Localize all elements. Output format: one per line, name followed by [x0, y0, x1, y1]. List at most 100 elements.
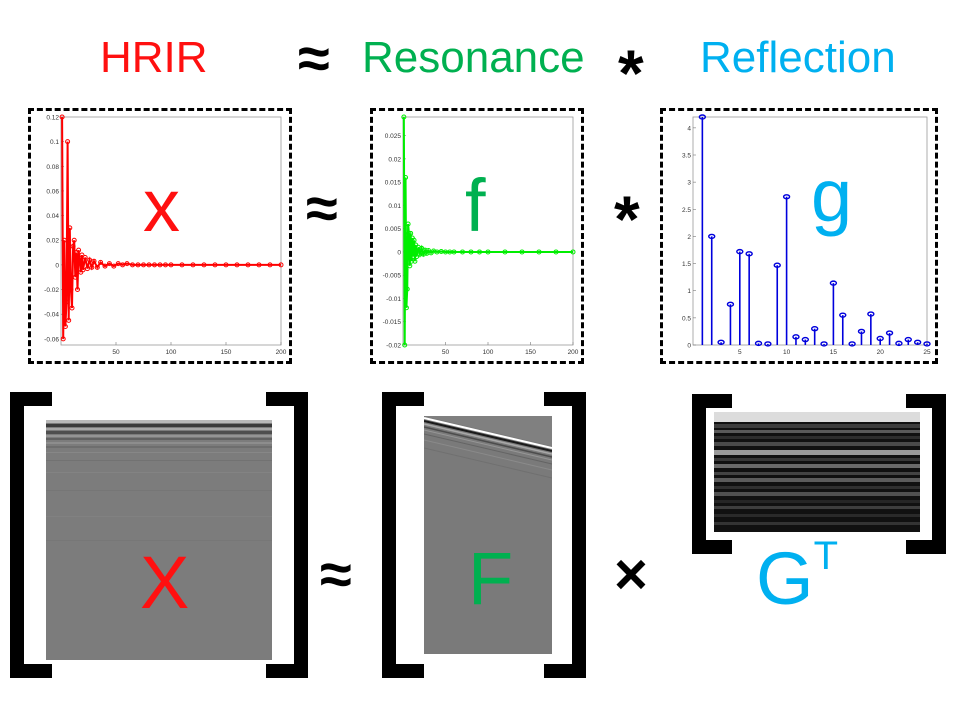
- hrir-plot-svg: 0.120.10.080.060.040.020-0.02-0.04-0.065…: [44, 114, 287, 356]
- X-upper-label: X: [140, 541, 190, 624]
- matrix-F-image: [424, 416, 552, 654]
- series-marker: [62, 324, 68, 330]
- bracket-right-G: [906, 394, 946, 554]
- stem-marker: [857, 328, 866, 335]
- x-tick-label: 10: [783, 349, 791, 356]
- stem-marker: [839, 312, 847, 318]
- stem-marker: [895, 340, 903, 347]
- y-tick-label: 3: [687, 180, 691, 187]
- x-tick-label: 150: [221, 349, 232, 356]
- series-marker: [69, 305, 75, 311]
- series-marker: [485, 249, 491, 255]
- stem-marker: [829, 280, 838, 286]
- matrix-F: F: [424, 416, 552, 654]
- series-marker: [77, 257, 83, 263]
- series-marker: [405, 221, 411, 227]
- series-marker: [234, 262, 240, 268]
- G-letter: G: [756, 537, 814, 620]
- series-marker: [412, 258, 418, 264]
- x-tick-label: 50: [442, 349, 450, 356]
- series-marker: [157, 262, 163, 268]
- GT-upper-label: GT: [756, 536, 838, 616]
- stem-marker: [801, 336, 810, 343]
- plot-frame: [60, 116, 282, 346]
- series-marker: [267, 262, 273, 268]
- series-marker: [94, 264, 100, 270]
- series-marker: [201, 262, 207, 268]
- reflection-label: Reflection: [700, 33, 896, 82]
- y-tick-label: 0.04: [46, 213, 59, 220]
- y-tick-label: 2.5: [682, 207, 691, 214]
- y-tick-label: 0.5: [682, 315, 691, 322]
- series-marker: [451, 249, 457, 255]
- multiply-symbol-bottom: ×: [614, 542, 648, 607]
- series-marker: [401, 114, 407, 120]
- series-line: [402, 116, 573, 346]
- series-marker: [64, 299, 69, 305]
- x-tick-label: 200: [276, 349, 287, 356]
- resonance-plot-svg: 0.0250.020.0150.010.0050-0.005-0.01-0.01…: [383, 114, 579, 356]
- series-marker: [460, 249, 465, 255]
- series-marker: [130, 262, 135, 268]
- series-marker: [87, 257, 93, 263]
- x-tick-label: 50: [112, 349, 120, 356]
- series-marker: [70, 243, 76, 249]
- series-marker: [570, 249, 576, 255]
- series-marker: [106, 261, 112, 267]
- resonance-label: Resonance: [362, 33, 585, 82]
- series-marker: [417, 251, 423, 257]
- hrir-label: HRIR: [100, 33, 208, 82]
- y-tick-label: 0.01: [388, 203, 401, 210]
- series-marker: [135, 262, 141, 268]
- bracket-right-F: [544, 392, 586, 678]
- T-superscript: T: [813, 534, 838, 578]
- f-lower-label: f: [465, 164, 486, 247]
- x-lower-label: x: [143, 164, 180, 247]
- series-marker: [61, 237, 67, 243]
- matrix-X-image: [46, 420, 272, 660]
- F-upper-label: F: [468, 537, 514, 620]
- matrix-GT: [714, 412, 920, 532]
- bracket-right-X: [266, 392, 308, 678]
- y-tick-label: 0.12: [46, 115, 59, 122]
- series-marker: [98, 259, 104, 265]
- y-tick-label: 2: [687, 234, 691, 241]
- series-marker: [72, 274, 78, 280]
- series-marker: [163, 262, 168, 268]
- series-marker: [102, 263, 108, 269]
- y-tick-label: 0.1: [50, 139, 59, 146]
- series-marker: [68, 287, 74, 293]
- series-marker: [179, 262, 185, 268]
- series-marker: [152, 262, 157, 268]
- series-marker: [59, 114, 65, 120]
- bracket-left-F: [382, 392, 424, 678]
- series-marker: [75, 287, 80, 293]
- series-marker: [120, 262, 126, 268]
- matrix-X: X: [46, 420, 272, 660]
- series-marker: [407, 263, 413, 269]
- series-marker: [223, 262, 229, 268]
- series-marker: [65, 139, 71, 145]
- stem-marker: [736, 248, 744, 255]
- y-tick-label: 0: [397, 249, 401, 256]
- y-tick-label: 0.015: [385, 180, 402, 187]
- series-marker: [409, 258, 414, 264]
- y-tick-label: -0.01: [386, 296, 401, 303]
- series-marker: [256, 262, 262, 268]
- matrix-GT-image: [714, 412, 920, 532]
- series-marker: [115, 261, 121, 267]
- series-marker: [278, 262, 284, 268]
- y-tick-label: 0.02: [46, 238, 59, 245]
- series-marker: [76, 247, 82, 253]
- approx-symbol-top: ≈: [306, 176, 338, 241]
- series-marker: [406, 230, 412, 236]
- y-tick-label: 4: [687, 125, 691, 132]
- stem-marker: [754, 340, 763, 347]
- stem-marker: [810, 326, 819, 332]
- series-marker: [477, 249, 482, 255]
- x-tick-label: 20: [877, 349, 885, 356]
- bracket-left-X: [10, 392, 52, 678]
- series-marker: [146, 262, 152, 268]
- series-marker: [536, 249, 542, 255]
